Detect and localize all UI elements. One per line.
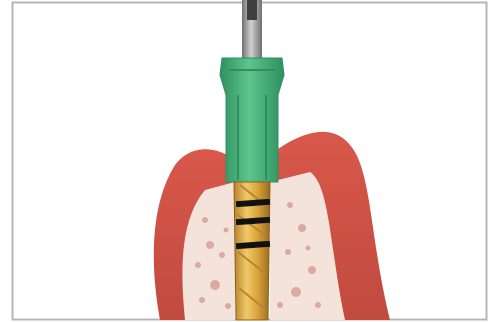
drill-shaft-top [247, 0, 257, 20]
depth-stop [220, 58, 284, 182]
